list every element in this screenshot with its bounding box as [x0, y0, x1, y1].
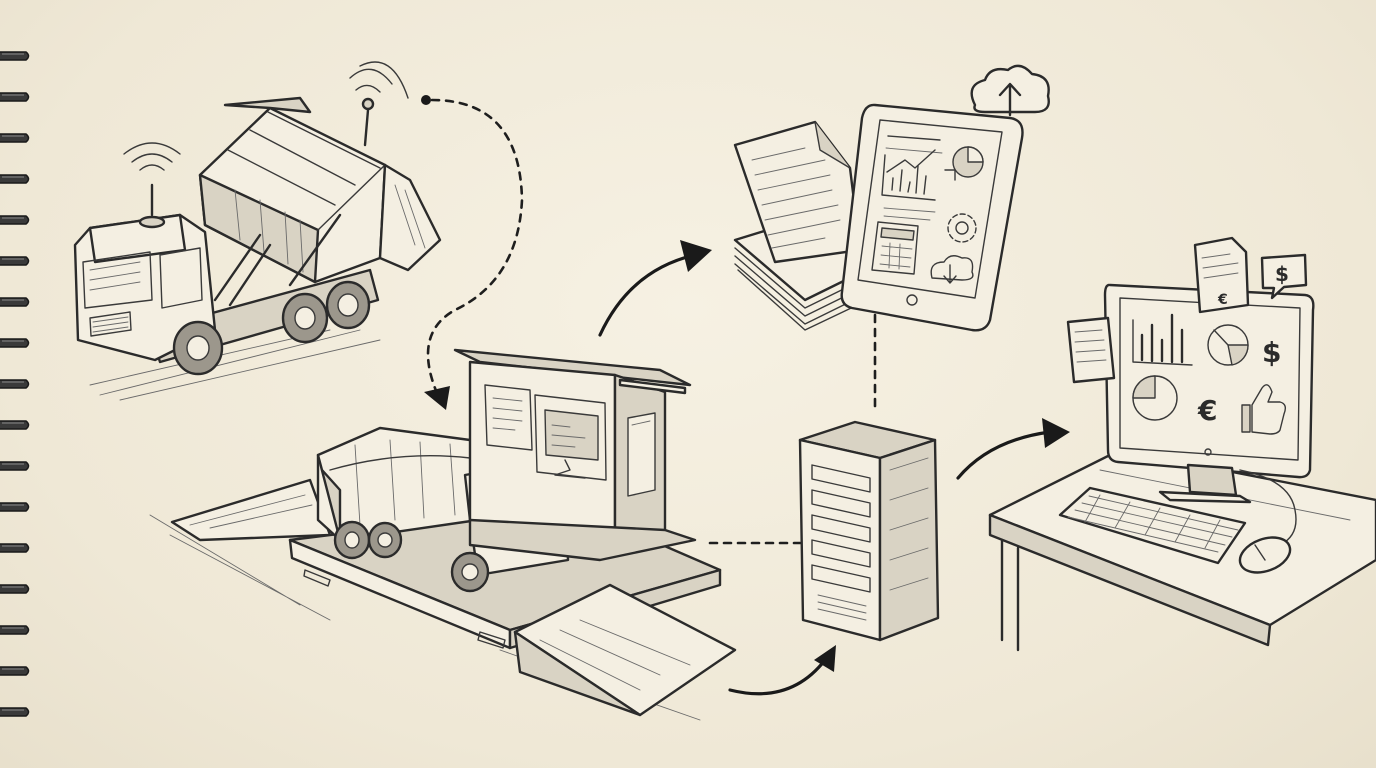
truck-wheel	[281, 292, 329, 344]
documents-stack	[733, 120, 872, 331]
spiral-ring	[0, 707, 30, 717]
pie-chart-icon	[1207, 324, 1249, 366]
spiral-ring	[0, 584, 30, 594]
truck-wheel	[450, 551, 490, 593]
hook-lift-truck	[73, 61, 442, 401]
spiral-ring	[0, 51, 30, 61]
data-flow-dashed-curve	[421, 95, 524, 410]
keyboard	[1058, 486, 1247, 565]
invoice-note: €	[1193, 236, 1250, 314]
pie-chart-icon	[944, 146, 984, 181]
spiral-ring	[0, 379, 30, 389]
spiral-ring	[0, 256, 30, 266]
bar-chart-icon	[1132, 313, 1193, 366]
truck-wheel	[367, 521, 403, 559]
truck-wheel	[325, 280, 371, 330]
cloud-upload-icon	[970, 64, 1050, 117]
mouse	[1238, 536, 1292, 574]
spiral-ring	[0, 461, 30, 471]
spiral-ring	[0, 543, 30, 553]
spiral-ring	[0, 338, 30, 348]
spiral-ring	[0, 625, 30, 635]
truck-wheel	[172, 320, 224, 376]
spiral-ring	[0, 420, 30, 430]
dollar-speech-bubble: $	[1260, 253, 1308, 300]
flow-arrow	[598, 240, 712, 337]
scale-house-kiosk	[453, 348, 697, 562]
spiral-ring	[0, 133, 30, 143]
thumbs-up-icon	[1241, 384, 1287, 435]
truck-wheel	[333, 520, 371, 560]
spiral-binding	[0, 51, 30, 717]
desktop-computer: $ €	[1103, 283, 1315, 546]
cloud-download-icon	[930, 255, 974, 284]
report-sheet	[1066, 316, 1116, 384]
pie-chart-icon	[1132, 375, 1178, 421]
euro-sign: €	[1197, 394, 1217, 427]
spiral-ring	[0, 215, 30, 225]
euro-sign: €	[1217, 292, 1228, 308]
calculator-icon	[871, 221, 919, 275]
server-rack	[798, 420, 940, 642]
bar-chart-icon	[881, 149, 936, 201]
spiral-ring	[0, 92, 30, 102]
flow-arrow	[956, 418, 1070, 480]
spiral-ring	[0, 297, 30, 307]
tablet	[840, 103, 1024, 332]
svg-text:$: $	[1275, 262, 1289, 286]
dollar-sign: $	[1262, 336, 1281, 369]
gear-icon	[947, 213, 977, 243]
spiral-ring	[0, 174, 30, 184]
spiral-ring	[0, 502, 30, 512]
server-slots	[811, 464, 871, 621]
flow-arrow	[728, 645, 836, 696]
spiral-ring	[0, 666, 30, 676]
